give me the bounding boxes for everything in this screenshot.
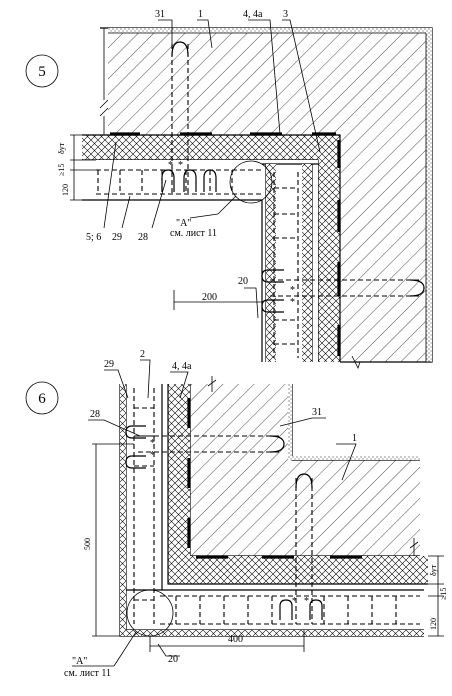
label-31-6: 31 [312,407,322,418]
plaster-top-5 [108,28,432,33]
label-4-4a-5: 4, 4а [243,9,263,20]
view-5-number: 5 [38,64,46,80]
svg-text:*: * [290,297,295,308]
label-4-4a-6: 4, 4а [172,361,192,372]
svg-text:*: * [292,596,297,607]
view-5-marker [25,54,59,88]
label-sheet-5: см. лист 11 [170,228,217,239]
svg-text:*: * [150,450,155,461]
label-1-6: 1 [352,433,357,444]
dim-200-5: 200 [202,292,217,303]
label-sheet-6: см. лист 11 [64,668,111,679]
label-1-5: 1 [198,9,203,20]
dim-delta-5: δут [57,142,66,154]
view-6: * * * * 6 29 2 4, 4а 28 31 1 500 400 20 … [25,349,448,679]
dim-20-5: 20 [238,276,248,287]
svg-text:*: * [178,160,183,171]
label-5-6: 5; 6 [86,232,101,243]
svg-text:*: * [150,438,155,449]
dim-120-5: 120 [61,184,70,196]
label-28-6: 28 [90,409,100,420]
dim-120-6: 120 [429,618,438,630]
view-5: * * * * 5 31 1 4, 4а 3 5; 6 29 28 "А" см… [25,9,433,370]
label-28-5: 28 [138,232,148,243]
label-29-5: 29 [112,232,122,243]
detail-circle-a-5 [229,160,273,204]
view-6-marker [25,381,59,415]
label-3-5: 3 [283,9,288,20]
dim-500-6: 500 [83,538,92,550]
insulation-6 [168,384,428,584]
label-2-6: 2 [140,349,145,360]
facing-5 [82,160,318,362]
concrete-wall-6 [190,384,420,556]
plaster-right-5 [426,28,432,362]
label-31-5: 31 [155,9,165,20]
dim-15-6: ≥15 [439,588,448,600]
concrete-wall-5 [108,28,432,362]
label-a-6: "А" [72,656,87,667]
insulation-5 [82,135,340,362]
svg-text:*: * [304,596,309,607]
dim-delta-6: δут [429,564,438,576]
svg-text:*: * [290,285,295,296]
dim-15-5: ≥15 [57,164,66,176]
view-6-number: 6 [38,391,46,407]
label-a-5: "А" [176,218,191,229]
svg-text:*: * [168,160,173,171]
dim-20-6: 20 [168,654,178,665]
dim-400-6: 400 [228,634,243,645]
label-29-6: 29 [104,359,114,370]
